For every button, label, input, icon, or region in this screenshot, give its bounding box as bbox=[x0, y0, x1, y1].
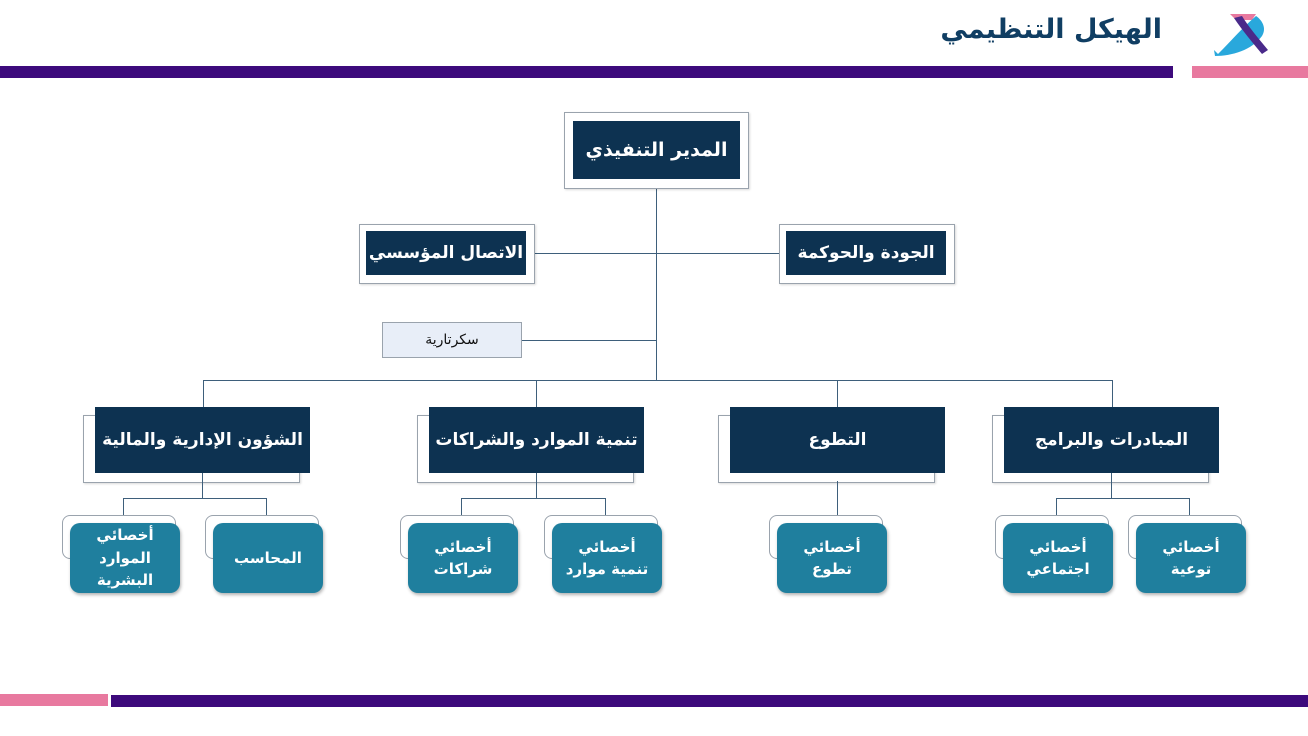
header-bar-pink bbox=[1192, 66, 1308, 78]
connector-line bbox=[1056, 498, 1057, 515]
connector-line bbox=[461, 498, 462, 515]
connector-line bbox=[1111, 473, 1112, 498]
position-box: أخصائي شراكات bbox=[408, 523, 518, 593]
footer-bar-pink bbox=[0, 694, 108, 706]
position-box: أخصائي تنمية موارد bbox=[552, 523, 662, 593]
connector-line bbox=[123, 498, 124, 515]
ribbon-logo-icon bbox=[1214, 14, 1268, 56]
connector-line bbox=[837, 481, 838, 515]
connector-line bbox=[656, 188, 657, 380]
header-bar-purple bbox=[0, 66, 1173, 78]
position-box: أخصائي الموارد البشرية bbox=[70, 523, 180, 593]
connector-line bbox=[605, 498, 606, 515]
connector-line bbox=[1112, 380, 1113, 407]
department-box: تنمية الموارد والشراكات bbox=[429, 407, 644, 473]
connector-line bbox=[534, 253, 779, 254]
connector-line bbox=[1189, 498, 1190, 515]
footer-bar-purple bbox=[111, 695, 1308, 707]
executive-director-box: المدير التنفيذي bbox=[573, 121, 740, 179]
connector-line bbox=[203, 380, 204, 407]
secretary-box: سكرتارية bbox=[382, 322, 522, 358]
connector-line bbox=[461, 498, 605, 499]
position-box: أخصائي توعية bbox=[1136, 523, 1246, 593]
position-box: أخصائي اجتماعي bbox=[1003, 523, 1113, 593]
connector-line bbox=[1056, 498, 1189, 499]
connector-line bbox=[203, 380, 1113, 381]
quality-governance-box: الجودة والحوكمة bbox=[786, 231, 946, 275]
connector-line bbox=[521, 340, 656, 341]
connector-line bbox=[123, 498, 266, 499]
connector-line bbox=[202, 473, 203, 498]
department-box: المبادرات والبرامج bbox=[1004, 407, 1219, 473]
department-box: الشؤون الإدارية والمالية bbox=[95, 407, 310, 473]
connector-line bbox=[266, 498, 267, 515]
position-box: المحاسب bbox=[213, 523, 323, 593]
page-title: الهيكل التنظيمي bbox=[940, 14, 1162, 45]
connector-line bbox=[536, 380, 537, 407]
connector-line bbox=[837, 380, 838, 407]
connector-line bbox=[536, 473, 537, 498]
communication-box: الاتصال المؤسسي bbox=[366, 231, 526, 275]
position-box: أخصائي تطوع bbox=[777, 523, 887, 593]
department-box: التطوع bbox=[730, 407, 945, 473]
